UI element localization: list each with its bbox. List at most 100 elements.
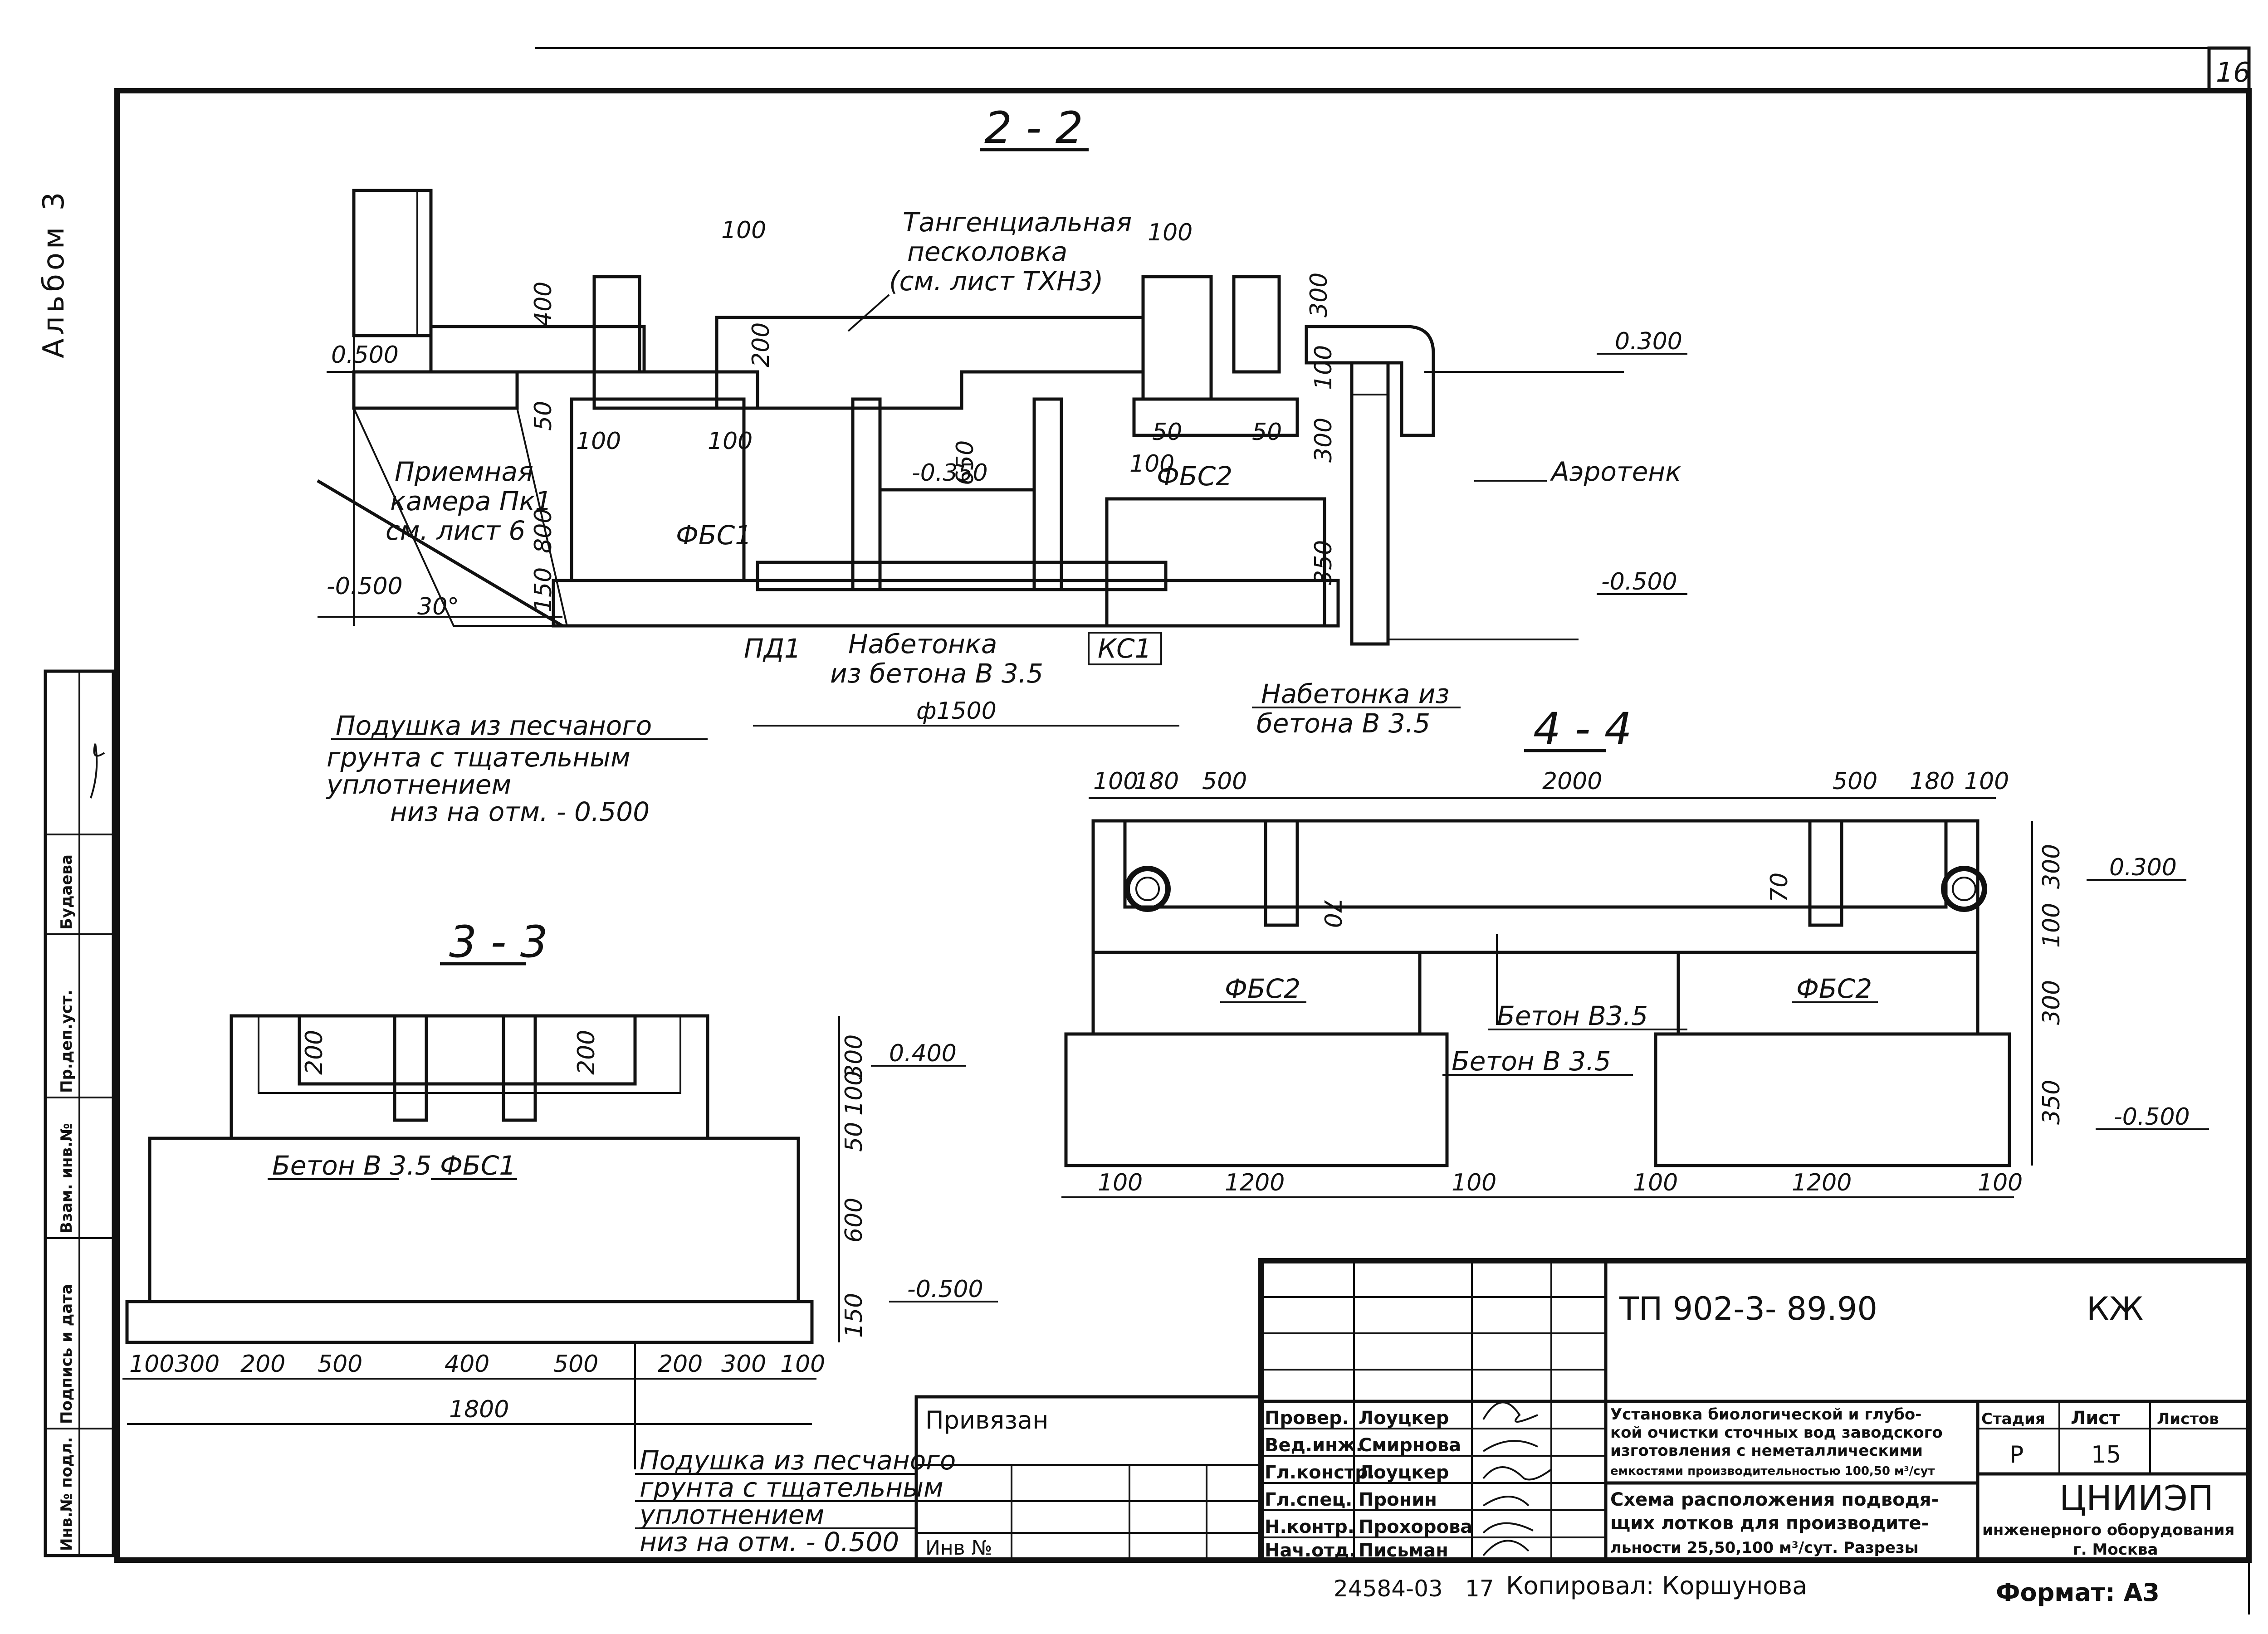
section-2-2-title: 2 - 2 [984,102,1083,153]
tb-org-sub-1: г. Москва [2073,1541,2158,1559]
tb-stage-h: Стадия [1981,1410,2045,1428]
stamp-prdep: Пр.деп.уст. [58,990,76,1093]
s44-side-100: 100 [2038,903,2065,948]
s33-cushion-4: низ на отм. - 0.500 [640,1527,899,1557]
s22-dim-650: 650 [952,440,979,485]
s33-side-50: 50 [841,1122,868,1152]
stamp-inv-podl: Инв.№ подл. [58,1437,76,1551]
s33-bot-200b: 200 [658,1351,703,1378]
s33-cushion-2: грунта с тщательным [640,1472,943,1503]
s22-dim-800: 800 [530,508,557,553]
footer-inv: 24584-03 [1334,1575,1443,1602]
tb-bound: Привязан [925,1406,1048,1434]
s33-dim-200b: 200 [573,1030,600,1075]
signatures [1482,1401,1552,1556]
s22-dim-100c: 100 [1310,345,1337,390]
s22-dim-100f: 100 [1129,450,1174,478]
title-block: Привязан Инв № ТП 902-3- 89.90 КЖ Провер… [914,1258,2252,1563]
s44-elev-neg0500: -0.500 [2114,1103,2190,1131]
left-stamp: Альбом 3 Инв.№ подл. Подпись и дата Взам… [37,189,115,1557]
tb-sheet-title-0: Схема расположения подводя- [1610,1489,1939,1510]
tb-sheet: 15 [2091,1441,2121,1468]
s33-bot-500b: 500 [553,1351,598,1378]
s33-side-300: 300 [841,1034,868,1079]
s44-dim-top-2000: 2000 [1542,768,1602,795]
s44-dim-top-100a: 100 [1093,768,1138,795]
section-4-4: 4 - 4 100 180 500 2000 500 180 100 70 70… [1061,703,2209,1198]
s22-tang-1: Тангенциальная [903,207,1132,238]
tb-role-4: Н.контр. [1265,1517,1354,1537]
section-4-4-title: 4 - 4 [1533,703,1632,754]
tb-project-1: кой очистки сточных вод заводского [1610,1424,1943,1442]
tb-role-1: Вед.инж. [1265,1435,1363,1456]
s33-bot-100b: 100 [780,1351,825,1378]
s22-cushion-3: уплотнением [326,769,511,800]
tb-name-3: Пронин [1359,1489,1437,1510]
tb-sheets-h: Листов [2157,1410,2219,1428]
s22-cover2-2: бетона В 3.5 [1256,708,1430,739]
s33-bot-300b: 300 [721,1351,766,1378]
tb-role-0: Провер. [1265,1408,1349,1429]
s22-dim-350: 350 [1310,540,1337,585]
s22-dim-200: 200 [748,322,775,367]
s44-dim-top-180a: 180 [1134,768,1179,795]
tb-project-3: емкостями производительностью 100,50 м³/… [1610,1464,1935,1478]
s33-side-150: 150 [841,1293,868,1338]
tb-role-2: Гл.констр. [1265,1462,1375,1483]
tb-name-0: Лоуцкер [1359,1408,1449,1429]
s22-dim-100a: 100 [721,217,766,244]
s22-cover-2: из бетона В 3.5 [830,658,1043,689]
s44-bot-100a: 100 [1098,1169,1143,1196]
tb-name-4: Прохорова [1359,1517,1472,1537]
tb-inv: Инв № [925,1536,992,1560]
s22-cover2-1: Набетонка из [1261,678,1449,709]
s22-dim-50c: 50 [1252,419,1282,446]
s22-dim-50b: 50 [1152,419,1182,446]
tb-mark: КЖ [2087,1290,2143,1327]
s33-bot-400: 400 [445,1351,489,1378]
section-3-3: 3 - 3 200 200 Бетон В 3.5 ФБС1 0.400 -0.… [122,917,998,1557]
s33-bot-100a: 100 [129,1351,174,1378]
s22-elev-0300: 0.300 [1615,328,1682,355]
s22-dim-400: 400 [530,282,557,327]
s22-elev-neg0350: -0.350 [912,459,988,487]
s33-total: 1800 [449,1396,509,1423]
s22-dim-50a: 50 [530,401,557,431]
s22-aerotank: Аэротенк [1549,456,1681,487]
tb-code: ТП 902-3- 89.90 [1619,1290,1877,1327]
s44-dim-top-180b: 180 [1910,768,1955,795]
s22-cushion-2: грунта с тщательным [327,742,631,773]
footer-copied: Копировал: Коршунова [1506,1571,1807,1600]
s22-dim-300a: 300 [1305,273,1333,317]
s44-dim-70b: 70 [1766,873,1793,902]
s22-cover-1: Набетонка [848,629,997,659]
s44-bot-1200a: 1200 [1225,1169,1285,1196]
s22-receiving-1: Приемная [395,456,533,487]
footer-format: Формат: А3 [1996,1578,2160,1607]
s22-tang-3: (см. лист ТХН3) [889,266,1103,297]
footer: 24584-03 17 Копировал: Коршунова Формат:… [1334,1571,2160,1607]
tb-stage: Р [2009,1441,2024,1468]
s22-cushion-4: низ на отм. - 0.500 [390,796,650,827]
s44-side-300b: 300 [2038,980,2065,1025]
section-3-3-title: 3 - 3 [449,917,548,967]
s44-dim-70a: 70 [1319,898,1346,928]
s33-elev-0400: 0.400 [889,1040,957,1067]
tb-project-0: Установка биологической и глубо- [1610,1405,1921,1424]
tb-org-sub-0: инженерного оборудования [1982,1521,2234,1539]
s44-side-350: 350 [2038,1080,2065,1125]
album-label: Альбом 3 [37,189,71,358]
s44-fbs2b: ФБС2 [1796,973,1872,1004]
s22-pd1: ПД1 [744,633,801,664]
s44-bot-1200b: 1200 [1792,1169,1852,1196]
s44-elev-0300: 0.300 [2109,854,2177,881]
s33-cushion-3: уплотнением [639,1499,824,1530]
s33-cushion-1: Подушка из песчаного [640,1445,956,1476]
tb-project-2: изготовления с неметаллическими [1610,1442,1923,1460]
s33-side-100: 100 [841,1071,868,1116]
section-2-2: 2 - 2 0.500 ФБС1 Приемная камера Пк1 см.… [317,102,1687,827]
stamp-budaeva: Будаева [58,854,76,930]
s22-tang-2: песколовка [907,236,1067,267]
tb-org: ЦНИИЭП [2059,1478,2214,1518]
